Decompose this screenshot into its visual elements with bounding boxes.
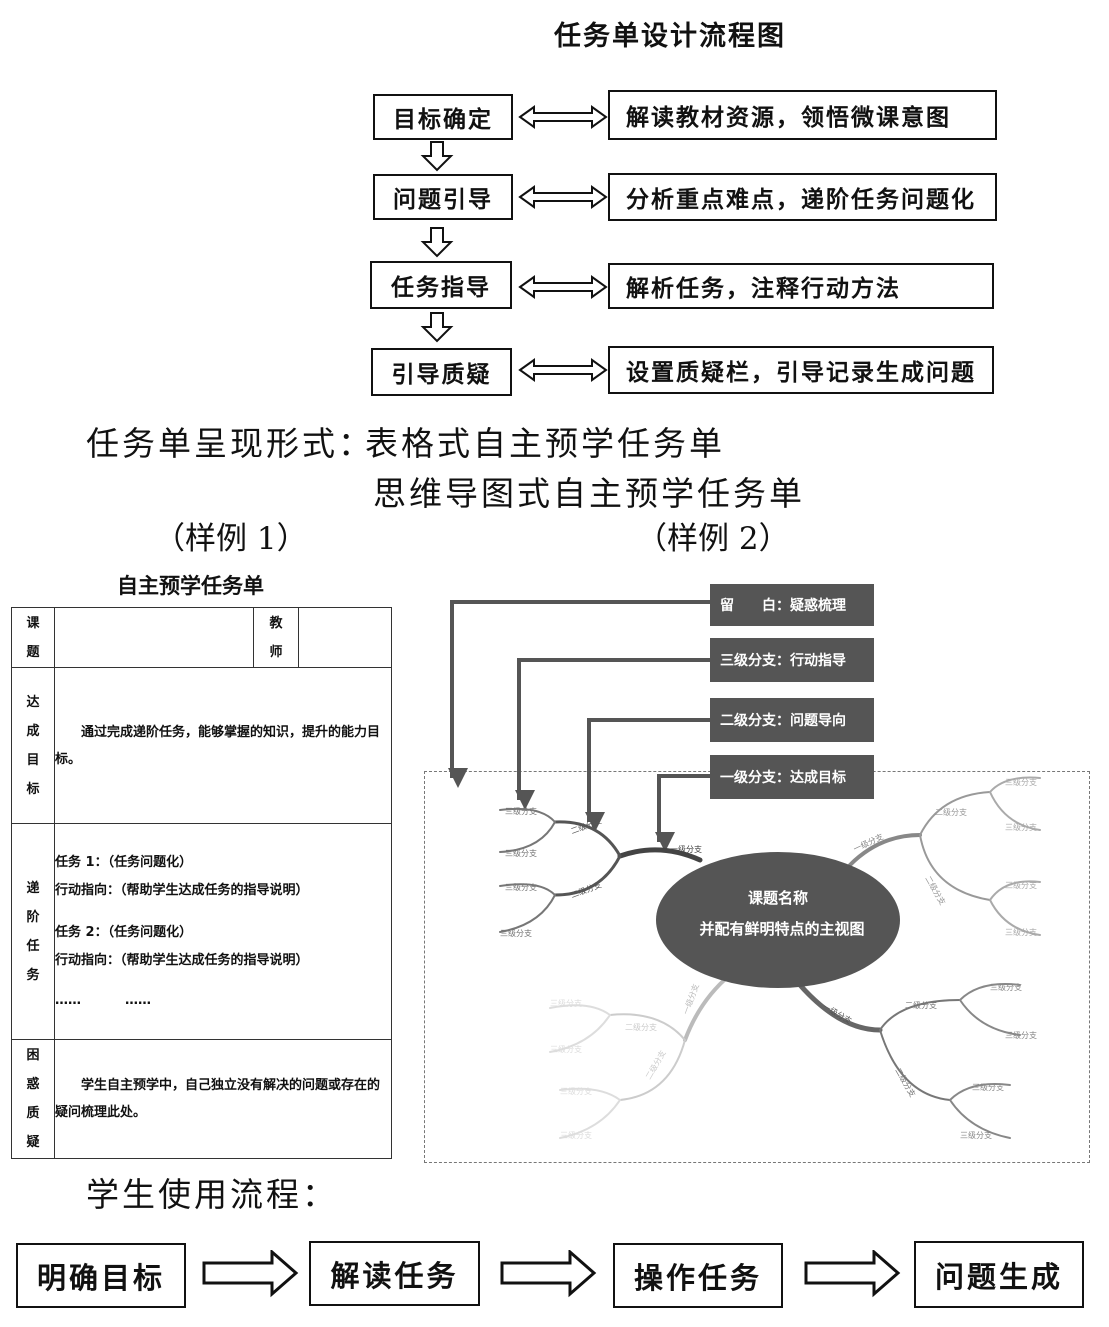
topic-label: 课 题: [11, 607, 55, 668]
pointer-level2: [585, 718, 710, 832]
double-arrow-4: [519, 359, 607, 381]
pointer-level3: [515, 658, 710, 810]
l3-label-a: 三级分支: [505, 806, 537, 816]
usage-step-2: 解读任务: [309, 1241, 480, 1306]
l2-label-e: 二级分支: [905, 1000, 937, 1010]
topic-value: [54, 607, 254, 668]
l2-label-b: 二级分支: [569, 880, 602, 900]
ellipsis-2: ……: [125, 992, 151, 1008]
l3-label-d: 三级分支: [500, 928, 532, 938]
l2-label-d: 二级分支: [923, 874, 948, 907]
l2-label-g: 二级分支: [625, 1022, 657, 1032]
step-box-1: 目标确定: [373, 94, 513, 140]
double-arrow-3: [519, 276, 607, 298]
sample-2-label: （样例 2）: [636, 521, 790, 557]
center-topic-line1: 课题名称: [748, 889, 808, 907]
forms-heading: 任务单呈现形式：: [86, 424, 374, 463]
mindmap-label-blank: 留 白：疑惑梳理: [710, 584, 874, 626]
usage-arrow-3: [804, 1250, 900, 1296]
goal-text: 通过完成递阶任务，能够掌握的知识，提升的能力目标。: [54, 667, 392, 824]
teacher-label: 教 师: [253, 607, 299, 668]
task-2: 任务 2：（任务问题化）: [55, 924, 193, 940]
down-arrow-3: [422, 312, 452, 342]
step-desc-3: 解析任务，注释行动方法: [608, 263, 994, 309]
mindmap-label-level1: 一级分支：达成目标: [710, 755, 874, 799]
guide-2: 行动指向：（帮助学生达成任务的指导说明）: [55, 952, 309, 968]
down-arrow-1: [422, 141, 452, 171]
l3-label-j: 三级分支: [1005, 1030, 1037, 1040]
usage-arrow-2: [500, 1250, 596, 1296]
l3-label-e: 三级分支: [1005, 777, 1037, 787]
usage-arrow-1: [202, 1250, 298, 1296]
doubt-text: 学生自主预学中，自己独立没有解决的问题或存在的疑问梳理此处。: [54, 1039, 392, 1159]
down-arrow-2: [422, 227, 452, 257]
usage-step-3: 操作任务: [613, 1243, 783, 1308]
l3-label-i: 三级分支: [990, 982, 1022, 992]
tasks-cell: 任务 1：（任务问题化） 行动指向：（帮助学生达成任务的指导说明） 任务 2：（…: [54, 823, 392, 1040]
l3-label-h: 三级分支: [1005, 927, 1037, 937]
form-table: 表格式自主预学任务单: [365, 424, 725, 463]
mindmap-label-level3: 三级分支：行动指导: [710, 638, 874, 682]
diagram-title: 任务单设计流程图: [554, 21, 786, 52]
pointer-blank: [448, 600, 710, 788]
step-desc-4: 设置质疑栏，引导记录生成问题: [608, 346, 994, 394]
double-arrow-2: [519, 186, 607, 208]
step-box-4: 引导质疑: [371, 348, 512, 396]
l1-label-c: 一级分支: [821, 1001, 854, 1026]
l3-label-m: 三级分支: [550, 998, 582, 1008]
task-table: 课 题 教 师 达 成 目 标 通过完成递阶任务，能够掌握的知识，提升的能力目标…: [11, 607, 392, 1159]
center-topic-line2: 并配有鲜明特点的主视图: [699, 920, 864, 938]
usage-step-1: 明确目标: [16, 1243, 186, 1308]
usage-heading: 学生使用流程：: [86, 1175, 338, 1214]
l3-label-p: 三级分支: [560, 1130, 592, 1140]
step-box-3: 任务指导: [370, 261, 512, 309]
task-table-title: 自主预学任务单: [117, 574, 264, 598]
l3-label-f: 三级分支: [1005, 822, 1037, 832]
l2-label-f: 二级分支: [893, 1066, 918, 1099]
sample-1-label: （样例 1）: [154, 521, 308, 557]
center-topic-ellipse: [656, 852, 900, 988]
l2-label-h: 二级分支: [643, 1048, 668, 1081]
l3-label-o: 三级分支: [560, 1086, 592, 1096]
usage-step-4: 问题生成: [914, 1241, 1084, 1308]
l3-label-g: 三级分支: [1005, 880, 1037, 890]
step-desc-2: 分析重点难点，递阶任务问题化: [608, 173, 997, 221]
guide-1: 行动指向：（帮助学生达成任务的指导说明）: [55, 882, 309, 898]
task-1: 任务 1：（任务问题化）: [55, 854, 193, 870]
double-arrow-1: [519, 106, 607, 128]
l2-label-c: 二级分支: [935, 807, 967, 817]
l3-label-c: 三级分支: [505, 882, 537, 892]
step-desc-1: 解读教材资源，领悟微课意图: [608, 90, 997, 140]
step-box-2: 问题引导: [373, 174, 513, 220]
mindmap-label-level2: 二级分支：问题导向: [710, 698, 874, 742]
l1-label-a: 一级分支: [670, 844, 702, 854]
ellipsis-1: ……: [55, 992, 81, 1008]
l3-label-k: 三级分支: [972, 1082, 1004, 1092]
l3-label-l: 三级分支: [960, 1130, 992, 1140]
form-mindmap: 思维导图式自主预学任务单: [373, 474, 805, 513]
l3-label-b: 三级分支: [505, 848, 537, 858]
l3-label-n: 三级分支: [550, 1044, 582, 1054]
mindmap-diagram: 一级分支 一级分支 一级分支 一级分支 二级分支 二级分支 二级分支 二级分支 …: [448, 600, 1041, 1140]
teacher-value: [298, 607, 392, 668]
pointer-level1: [655, 774, 710, 852]
